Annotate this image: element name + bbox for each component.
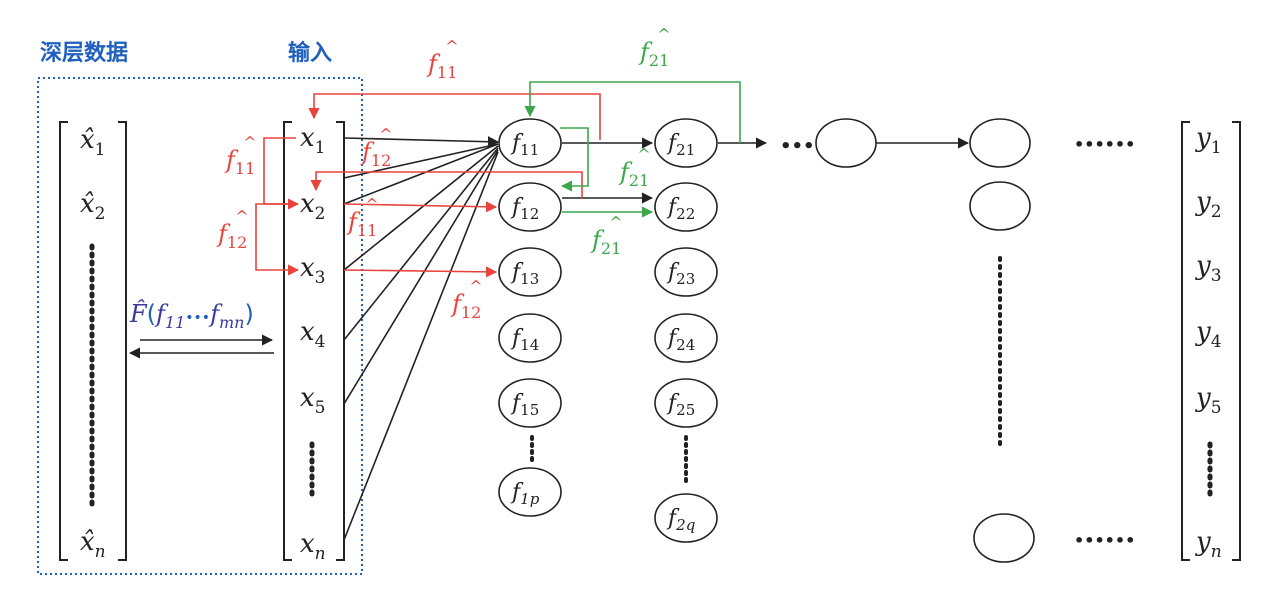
edge-label-red-left-2: f12^ — [216, 207, 249, 252]
svg-text:f25: f25 — [666, 391, 695, 419]
deep-vector-bracket-left — [59, 121, 68, 561]
edge-label-green-mid-2: f21^ — [590, 213, 623, 258]
red-feedback-edges — [255, 93, 601, 278]
layer1-node-f14: f14 — [498, 313, 562, 363]
last-layer-node — [969, 118, 1031, 168]
layer2-node-f23: f23 — [654, 247, 718, 297]
edge-label-red-left-1: f11^ — [224, 133, 257, 178]
layer1-node-f12: f12 — [498, 182, 562, 232]
layer2-node-f22: f22 — [654, 182, 718, 232]
layer1-node-f15: f15 — [498, 378, 562, 428]
layer1-node-f11: f11 — [498, 118, 562, 168]
input-vector-item: x3 — [300, 253, 326, 288]
output-vector-bracket-right — [1232, 121, 1241, 561]
input-heading: 输入 — [288, 40, 332, 66]
input-vector-bracket-left — [283, 121, 292, 561]
output-vector-item: y3 — [1195, 251, 1222, 286]
input-to-f11-edges — [343, 136, 500, 541]
layer1-node-f13: f13 — [498, 247, 562, 297]
edge-label-green-mid-1: f21^ — [618, 145, 651, 190]
output-vector-item: y1 — [1195, 123, 1222, 158]
input-vector-item: x5 — [300, 383, 326, 418]
green-feedback-edges — [524, 81, 741, 218]
output-vector-item: y4 — [1195, 317, 1222, 352]
deep-vector-bracket-right — [118, 121, 127, 561]
edge-label-red-low: f12^ — [450, 277, 483, 322]
layer2-node-f2q: f2q — [654, 493, 718, 543]
output-ellipsis-top: •••••• — [1074, 135, 1135, 154]
input-vector-item: x1 — [300, 123, 326, 158]
layer2-node-f21: f21 — [654, 118, 718, 168]
edge-label-red-mid-1: f12^ — [360, 125, 393, 170]
input-vector-item: x2 — [300, 189, 326, 224]
edge-label-red-top: f11^ — [426, 37, 459, 82]
layer2-node-f25: f25 — [654, 378, 718, 428]
deep-vector-item: x̂1 — [80, 125, 106, 160]
hidden-node — [815, 118, 877, 168]
layer2-node-f24: f24 — [654, 313, 718, 363]
deep-vector-item: x̂2 — [80, 189, 106, 224]
input-vector-bracket-right — [336, 121, 345, 561]
input-vector-item: x4 — [300, 317, 326, 352]
output-vector-item: y2 — [1195, 187, 1222, 222]
output-ellipsis-bottom: •••••• — [1074, 531, 1135, 550]
layer1-node-f1p: f1p — [498, 467, 562, 517]
deep-data-heading: 深层数据 — [40, 40, 128, 66]
svg-text:f14: f14 — [510, 326, 539, 354]
svg-text:f23: f23 — [666, 260, 695, 288]
mapping-label: F̂(f11•••fmn) — [129, 300, 254, 332]
output-vector-item: y5 — [1195, 383, 1222, 418]
edge-label-green-top: f21^ — [638, 25, 671, 70]
chain-ellipsis: ••• — [780, 136, 815, 157]
output-vector-bracket-left — [1181, 121, 1190, 561]
output-vector-item: yn — [1195, 527, 1222, 562]
last-layer-node — [969, 181, 1031, 231]
last-layer-node — [973, 513, 1035, 563]
deep-vector-item: x̂n — [80, 527, 106, 562]
input-vector-item: xn — [300, 529, 326, 564]
svg-text:f15: f15 — [510, 391, 539, 419]
deep-data-input-box — [37, 77, 363, 575]
